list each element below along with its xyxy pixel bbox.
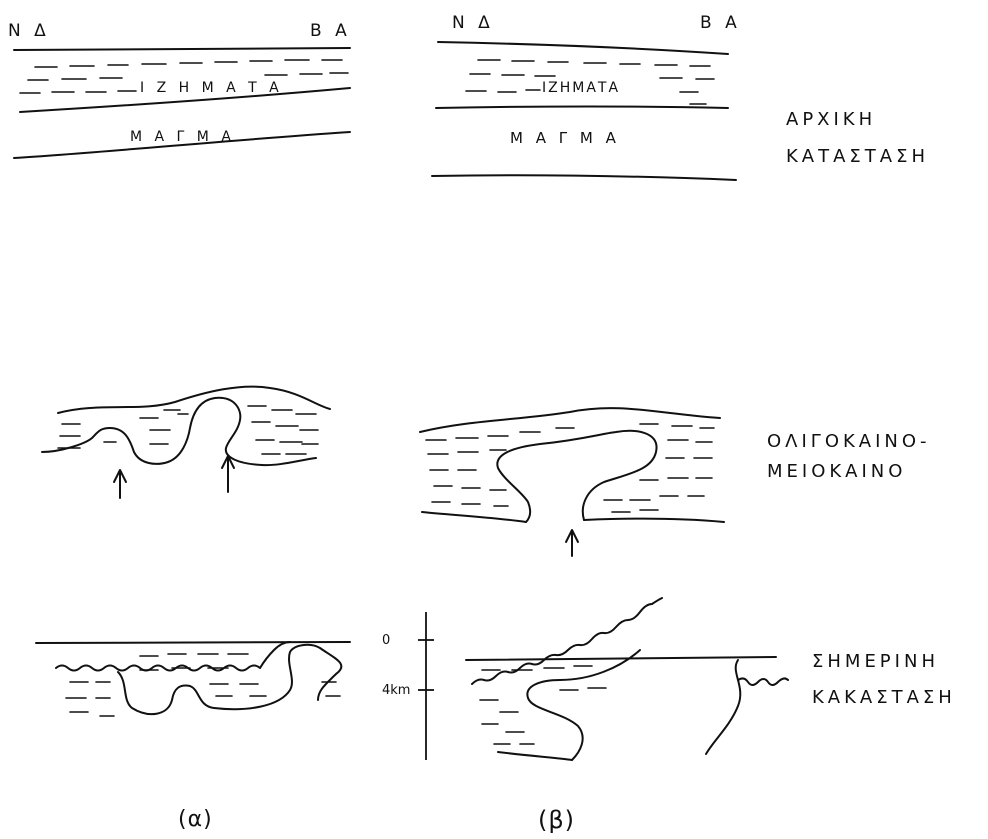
depth-label-4km: 4km — [382, 683, 410, 698]
panel-b-stage2-base-line — [422, 512, 724, 522]
panel-b-present-state — [466, 598, 788, 760]
panel-a-present-unconformity — [56, 642, 290, 671]
panel-b-initial-state: Ν Δ Β Α ΙΖΗΜΑΤΑ Μ Α Γ Μ Α — [432, 13, 741, 180]
panel-a-caption: (α) — [178, 807, 213, 832]
panel-b-sediments-label: ΙΖΗΜΑΤΑ — [542, 80, 620, 96]
panel-a-initial-state: Ν Δ Β Α Ι Ζ Η Μ Α Τ Α Μ Α Γ Μ Α — [8, 21, 351, 158]
panel-a-west-label: Ν Δ — [8, 21, 50, 41]
panel-b-caption: (β) — [538, 806, 575, 834]
panel-a-east-label: Β Α — [310, 21, 351, 41]
panel-b-top-line — [438, 42, 728, 54]
stage-oligocene-label-line1: ΟΛΙΓΟΚΑΙΝΟ- — [767, 431, 931, 452]
panel-b-present-unconformity — [472, 598, 662, 684]
panel-b-west-label: Ν Δ — [452, 13, 494, 33]
panel-b-sediment-magma-boundary — [436, 107, 728, 109]
panel-b-present-base-line — [498, 752, 572, 760]
panel-b-present-fault — [706, 660, 740, 754]
panel-b-present-surface — [466, 657, 776, 660]
panel-b-stage2-diapir-outline — [497, 431, 656, 522]
panel-a-top-line — [14, 48, 350, 50]
panel-a-present-surface — [36, 642, 350, 643]
panel-b-magma-label: Μ Α Γ Μ Α — [510, 129, 620, 147]
stage-present-label-line1: ΣΗΜΕΡΙΝΗ — [812, 651, 939, 672]
panel-b-stage2-hatching — [426, 424, 714, 512]
panel-b-oligocene-miocene — [420, 408, 724, 556]
panel-a-present-diapir-outline — [118, 645, 341, 714]
depth-scale: 0 4km — [382, 612, 434, 760]
panel-a-oligocene-miocene — [42, 387, 330, 498]
panel-b-present-right-wavy — [738, 678, 788, 685]
stage-present-label-line2: ΚΑΚΑΣΤΑΣΗ — [812, 687, 956, 708]
stage-initial-label-line1: ΑΡΧΙΚΗ — [786, 109, 876, 130]
panel-a-stage2-hatching — [58, 406, 318, 454]
stage-initial-label-line2: ΚΑΤΑΣΤΑΣΗ — [786, 146, 929, 167]
stage-oligocene-label-line2: ΜΕΙΟΚΑΙΝΟ — [767, 461, 906, 482]
depth-label-0: 0 — [382, 633, 390, 648]
panel-b-east-label: Β Α — [700, 13, 741, 33]
panel-a-present-hatching — [66, 654, 340, 716]
panel-a-present-state — [36, 642, 350, 716]
panel-b-base-line — [432, 175, 736, 180]
panel-a-sediments-label: Ι Ζ Η Μ Α Τ Α — [140, 80, 283, 96]
